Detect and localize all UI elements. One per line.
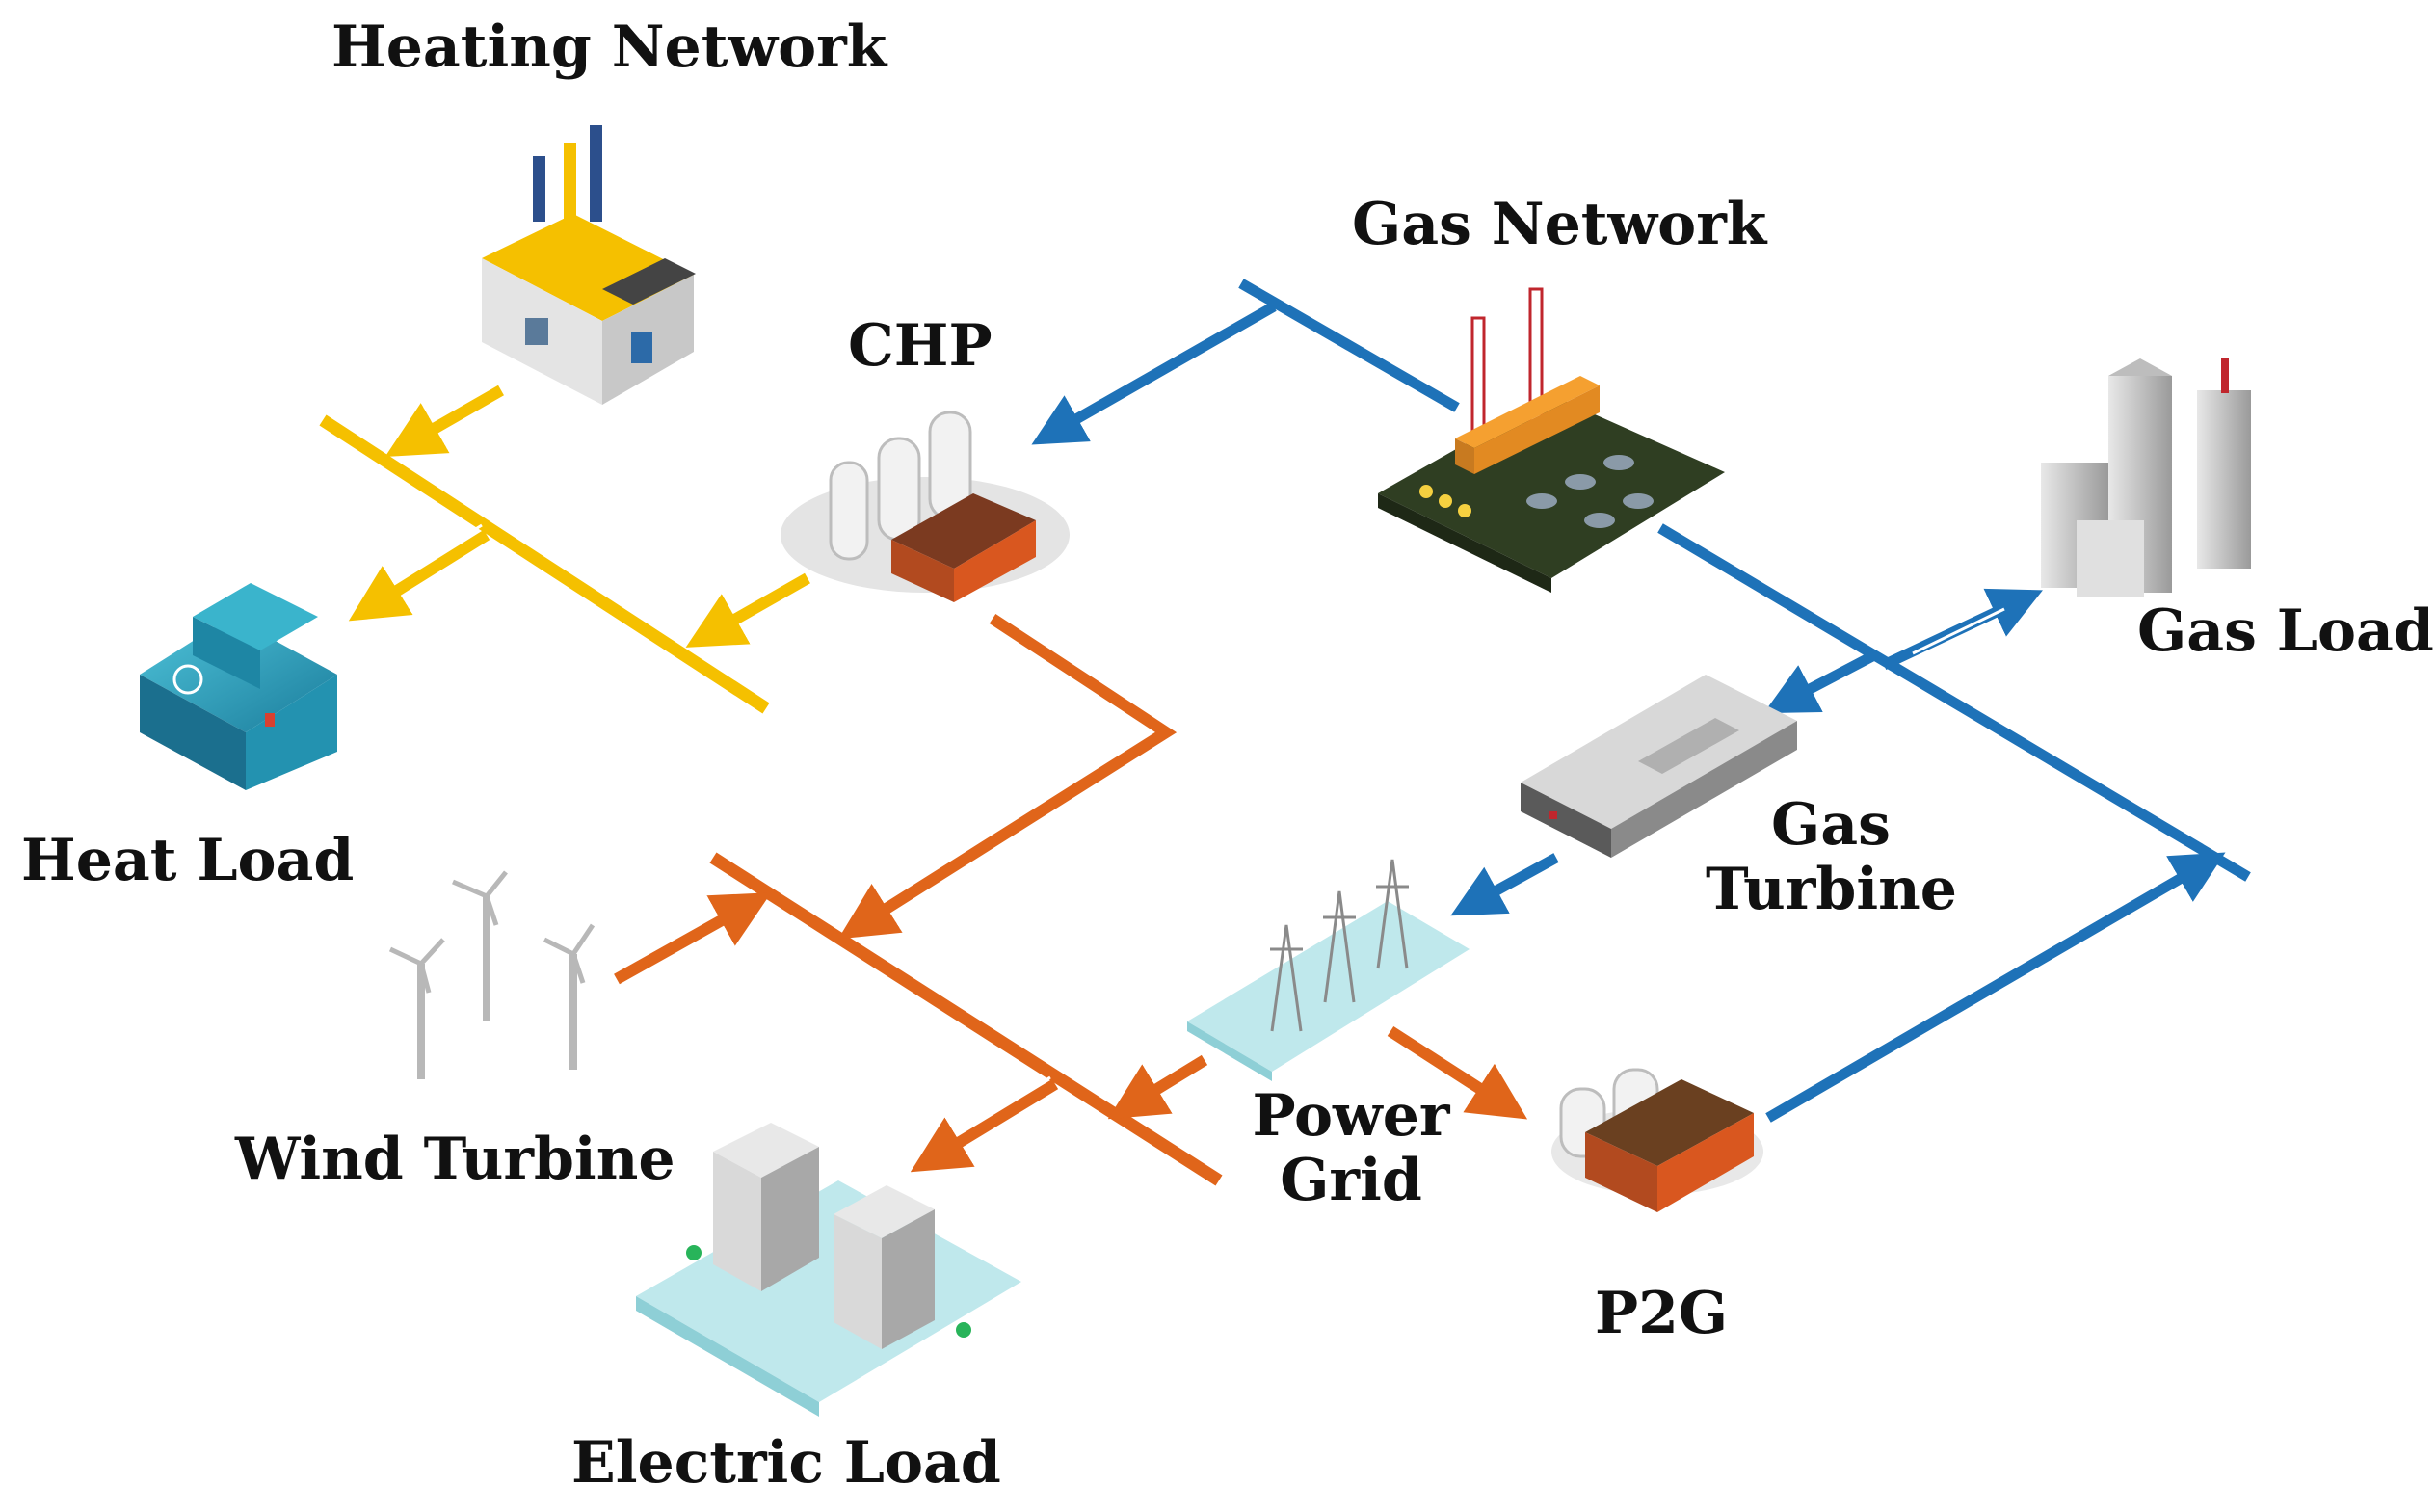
grid-to-electric-bus-arrow [1107,1054,1208,1120]
heat-bus-to-heat-load-arrow [348,529,490,622]
heat-load-double-line [404,523,483,575]
gas-turbine-to-grid-arrow [1450,853,1559,916]
wind-turbine-label: Wind Turbine [235,1126,675,1193]
gas-bus-top-stub [1238,279,1460,412]
electric-load-double-line [963,1075,1051,1131]
heat-network-lines [319,385,810,714]
wind-to-electric-bus-arrow [614,892,772,985]
power-grid-icon [1187,859,1470,1081]
power-grid-label: Power Grid [1245,1082,1457,1215]
electric-network-lines [614,613,1528,1186]
wind-turbine-icon [388,870,596,1079]
heating-network-label: Heating Network [331,13,887,81]
grid-to-p2g-arrow [1387,1025,1528,1120]
gas-turbine-icon [1521,675,1797,858]
gas-plant-icon [1378,287,1725,593]
gas-load-city-icon [2041,358,2251,597]
gas-network-lines [1031,279,2251,1123]
gas-turbine-label: Gas Turbine [1706,791,1957,924]
electric-bus [709,852,1223,1186]
chp-to-heat-bus-arrow [685,572,810,648]
gas-bus-to-gas-turbine-arrow [1763,650,1877,714]
p2g-label: P2G [1595,1280,1729,1347]
chp-icon [781,411,1070,602]
heating-plant-icon [482,125,696,405]
heating-network-to-bus-arrow [384,385,504,457]
heat-load-label: Heat Load [21,827,355,894]
electric-bus-to-load-arrow [910,1078,1059,1173]
gas-load-label: Gas Load [2137,597,2434,665]
heat-bus [319,414,770,714]
power-grid-label-line2: Grid [1280,1147,1422,1215]
gas-bus-main [1657,523,2251,882]
heat-load-building-icon [140,583,337,790]
electric-load-building-icon [636,1123,1021,1417]
electric-load-label: Electric Load [571,1429,1001,1497]
gas-turbine-label-line2: Turbine [1706,856,1957,924]
p2g-icon [1551,1068,1763,1212]
p2g-to-gas-bus-arrow [1765,852,2226,1123]
chp-label: CHP [848,312,993,380]
gas-load-double-line [1912,607,2005,655]
chp-to-electric-bus-line [837,613,1178,940]
gas-turbine-label-line1: Gas [1771,791,1891,859]
gas-network-to-chp-arrow [1031,302,1277,445]
power-grid-label-line1: Power [1252,1082,1450,1150]
gas-network-label: Gas Network [1352,191,1767,258]
